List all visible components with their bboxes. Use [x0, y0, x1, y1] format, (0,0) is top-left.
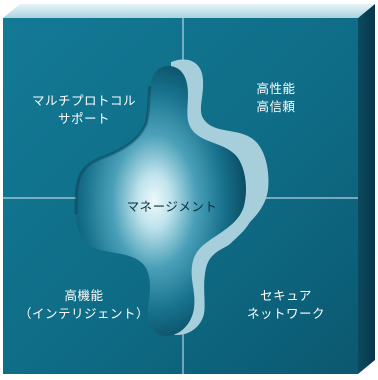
label-high-function: 高機能 （インテリジェント）	[14, 287, 154, 323]
label-line: 高信頼	[256, 99, 296, 114]
label-line: セキュア	[260, 288, 312, 303]
block-top-face	[3, 4, 375, 18]
label-management: マネージメント	[126, 199, 218, 214]
label-line: マルチプロトコル	[31, 93, 136, 108]
label-multiprotocol-support: マルチプロトコル サポート	[24, 92, 144, 128]
block-side-face	[358, 4, 375, 374]
cross-pit-shadow	[74, 85, 152, 215]
cross-pit	[76, 66, 246, 336]
label-secure-network: セキュア ネットワーク	[236, 287, 336, 323]
label-line: サポート	[57, 111, 110, 126]
label-line: 高機能	[64, 288, 104, 303]
label-line: 高性能	[256, 81, 296, 96]
cross-recess-wall	[170, 59, 269, 336]
label-high-performance: 高性能 高信頼	[236, 80, 316, 116]
label-line: ネットワーク	[246, 306, 325, 321]
label-line: （インテリジェント）	[18, 306, 149, 321]
